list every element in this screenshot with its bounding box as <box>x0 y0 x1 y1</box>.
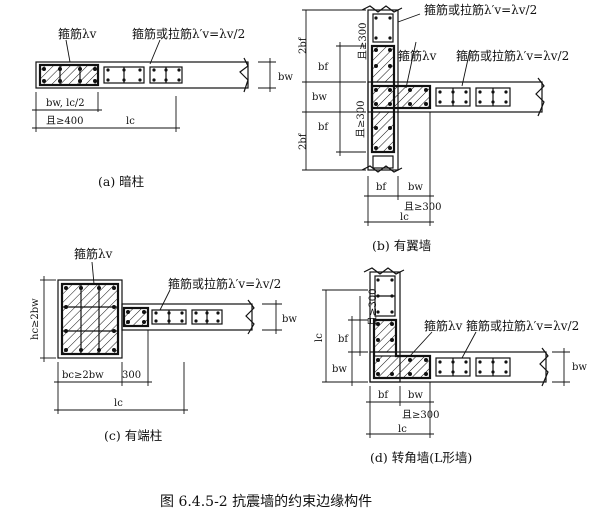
caption-a: (a) 暗柱 <box>98 174 144 189</box>
dim-a-bw: bw <box>278 72 293 83</box>
label-d-hoop: 箍筋λv <box>424 318 463 333</box>
dim-d-lc: lc <box>314 333 325 342</box>
dim-b-bf-top: bf <box>318 62 329 73</box>
label-c-hoop: 箍筋λv <box>74 246 113 261</box>
dim-a-lc: lc <box>126 116 135 127</box>
dim-d-bf: bf <box>338 334 349 345</box>
dim-d-bw-left: bw <box>332 364 347 375</box>
dim-b-2bf-bot: 2bf <box>298 132 309 150</box>
dim-d-bw-under: bw <box>408 390 423 401</box>
hidden-column-hatch-a <box>39 64 99 86</box>
dim-d-bw-right: bw <box>572 362 587 373</box>
panel-c-end-column <box>40 261 282 414</box>
dim-b-ge300-under: 且≥300 <box>404 201 441 213</box>
caption-b: (b) 有翼墙 <box>372 238 431 253</box>
dim-b-ge300-bot: 且≥300 <box>355 101 367 138</box>
wall-outline-a <box>35 61 249 89</box>
panel-d-corner-wall <box>322 267 570 438</box>
dim-b-2bf-top: 2bf <box>298 36 309 54</box>
dim-c-bc: bc≥2bw <box>62 370 104 381</box>
label-a-hoop-or-tie: 箍筋或拉筋λ′v=λv/2 <box>132 26 245 41</box>
dim-d-ge300: 且≥300 <box>367 289 379 326</box>
dim-c-lc: lc <box>114 398 123 409</box>
label-b-hoop-or-tie: 箍筋或拉筋λ′v=λv/2 <box>456 48 569 63</box>
dim-a-ge400: 且≥400 <box>46 115 83 127</box>
dim-c-300: 300 <box>122 370 141 381</box>
label-a-hoop: 箍筋λv <box>58 26 97 41</box>
dim-c-bw-right: bw <box>282 314 297 325</box>
dim-a-bw-lc: bw, lc/2 <box>46 98 85 109</box>
dim-b-lc: lc <box>400 212 409 223</box>
dim-b-ge300-top: 且≥300 <box>357 23 369 60</box>
label-b-hoop-or-tie-top: 箍筋或拉筋λ′v=λv/2 <box>424 2 537 17</box>
label-c-hoop-or-tie: 箍筋或拉筋λ′v=λv/2 <box>168 276 281 291</box>
panel-a-hidden-column <box>32 39 276 132</box>
dim-b-bf-bot: bf <box>318 122 329 133</box>
caption-d: (d) 转角墙(L形墙) <box>370 450 472 465</box>
caption-c: (c) 有端柱 <box>104 428 162 443</box>
dim-c-hc: hc≥2bw <box>30 298 41 340</box>
dim-b-bw-under: bw <box>408 182 423 193</box>
dim-d-bf-under: bf <box>378 390 389 401</box>
label-b-hoop: 箍筋λv <box>398 48 437 63</box>
label-d-hoop-or-tie: 箍筋或拉筋λ′v=λv/2 <box>466 318 579 333</box>
dim-b-bw-left: bw <box>312 92 327 103</box>
dim-d-ge300-under: 且≥300 <box>402 409 439 421</box>
dim-b-bf-under: bf <box>376 182 387 193</box>
panel-b-flanged-wall <box>302 5 545 226</box>
dim-d-lc-under: lc <box>398 424 407 435</box>
figure-title: 图 6.4.5-2 抗震墙的约束边缘构件 <box>160 494 372 510</box>
